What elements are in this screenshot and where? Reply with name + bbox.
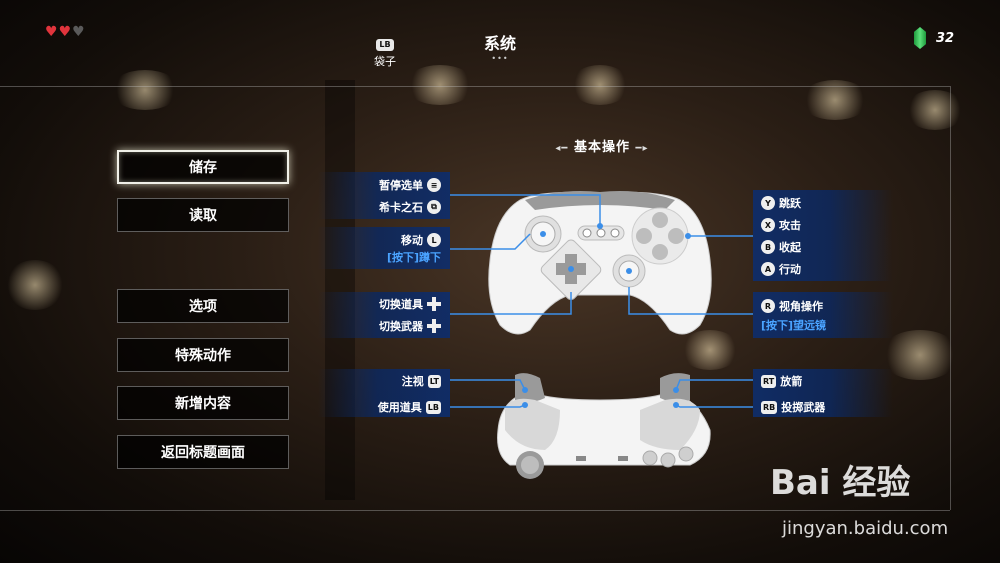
menu-save[interactable]: 储存 <box>117 150 289 184</box>
control-switch-gear: 切换道具 <box>320 296 445 312</box>
basic-controls-label: 基本操作 <box>573 140 630 155</box>
menu-load[interactable]: 读取 <box>117 198 289 232</box>
switch-gear-label: 切换道具 <box>379 298 423 311</box>
control-target: 注视 LT <box>320 373 445 389</box>
control-pause-menu: 暂停选单 ≡ <box>320 177 445 193</box>
lb-button-icon: LB <box>425 400 441 414</box>
connector-lines-left <box>450 194 601 408</box>
heart-icon: ♥ <box>72 24 86 40</box>
frame-line-right <box>950 86 951 510</box>
action-label: 行动 <box>779 263 801 276</box>
heart-icon: ♥ <box>58 24 73 40</box>
control-sheathe: B 收起 <box>757 239 887 255</box>
control-throw-weapon: RB 投掷武器 <box>757 399 887 415</box>
camera-label: 视角操作 <box>779 300 823 313</box>
control-camera: R 视角操作 <box>757 298 887 314</box>
menu-button-icon: ≡ <box>427 178 441 192</box>
use-item-label: 使用道具 <box>377 401 422 414</box>
sheathe-label: 收起 <box>779 241 801 254</box>
baidu-watermark-logo: Bai 经验 <box>770 463 911 503</box>
dpad-icon <box>427 319 441 333</box>
a-button-icon: A <box>761 262 775 276</box>
right-stick-icon: R <box>761 299 775 313</box>
ceiling-lamp <box>110 70 180 110</box>
control-use-item: 使用道具 LB <box>320 399 445 415</box>
rupee-count: 32 <box>936 31 955 46</box>
throw-weapon-label: 投掷武器 <box>781 401 826 414</box>
b-button-icon: B <box>761 240 775 254</box>
control-attack: X 攻击 <box>757 217 887 233</box>
frame-line-bottom <box>0 510 950 511</box>
control-sheikah-slate: 希卡之石 ⧉ <box>320 199 445 215</box>
y-button-icon: Y <box>761 196 775 210</box>
basic-controls-title: ◂━ 基本操作 ━▸ <box>540 136 664 155</box>
control-crouch: [按下]蹲下 <box>386 251 441 264</box>
rupee-icon <box>914 27 926 49</box>
view-button-icon: ⧉ <box>427 200 441 214</box>
rb-button-icon: RB <box>761 400 778 414</box>
menu-save-label: 储存 <box>189 160 217 176</box>
wall-lamp <box>880 330 960 380</box>
label-panel-move <box>318 227 450 269</box>
pillar <box>325 80 355 500</box>
wall-lamp <box>5 260 65 310</box>
menu-options-label: 选项 <box>189 299 217 315</box>
ceiling-lamp <box>405 65 475 105</box>
menu-special-actions[interactable]: 特殊动作 <box>117 338 289 372</box>
control-move: 移动 L <box>320 232 445 248</box>
hearts-meter: ♥♥♥ <box>45 24 86 40</box>
ceiling-lamp <box>570 65 630 105</box>
ceiling-lamp <box>905 90 965 130</box>
menu-dlc-label: 新增内容 <box>175 396 231 412</box>
wall-lamp <box>680 330 740 370</box>
label-panel-right-stick <box>753 292 893 338</box>
label-panel-dpad <box>318 292 450 338</box>
label-panel-face-buttons <box>753 190 893 281</box>
control-scope: [按下]望远镜 <box>761 319 827 332</box>
flourish-left-icon: ◂━ <box>555 143 569 154</box>
control-action: A 行动 <box>757 261 887 277</box>
heart-icon: ♥ <box>45 24 59 40</box>
switch-weapon-label: 切换武器 <box>379 320 423 333</box>
menu-return-title-label: 返回标题画面 <box>161 445 245 461</box>
menu-load-label: 读取 <box>189 208 217 224</box>
baidu-watermark-url: jingyan.baidu.com <box>782 518 949 539</box>
control-jump: Y 跳跃 <box>757 195 887 211</box>
target-label: 注视 <box>401 375 424 388</box>
connector-dots <box>522 223 691 408</box>
menu-options[interactable]: 选项 <box>117 289 289 323</box>
frame-line-top <box>0 86 950 87</box>
fire-arrow-label: 放箭 <box>780 375 803 388</box>
menu-return-title[interactable]: 返回标题画面 <box>117 435 289 469</box>
jump-label: 跳跃 <box>779 197 801 210</box>
left-stick-icon: L <box>427 233 441 247</box>
tab-system[interactable]: 系统 <box>483 34 516 53</box>
lb-button-icon: LB <box>376 39 394 51</box>
flourish-right-icon: ━▸ <box>635 143 649 154</box>
control-switch-weapon: 切换武器 <box>320 318 445 334</box>
ceiling-lamp <box>800 80 870 120</box>
control-fire-arrow: RT 放箭 <box>757 373 887 389</box>
menu-special-actions-label: 特殊动作 <box>175 348 231 364</box>
page-dots: ••• <box>491 54 509 63</box>
menu-dlc[interactable]: 新增内容 <box>117 386 289 420</box>
x-button-icon: X <box>761 218 775 232</box>
move-label: 移动 <box>401 234 423 247</box>
pause-menu-label: 暂停选单 <box>379 179 423 192</box>
tab-bag-label: 袋子 <box>374 55 396 68</box>
sheikah-slate-label: 希卡之石 <box>379 201 423 214</box>
attack-label: 攻击 <box>779 219 801 232</box>
rt-button-icon: RT <box>761 374 777 388</box>
lt-button-icon: LT <box>427 374 441 388</box>
tab-bag[interactable]: LB 袋子 <box>365 32 405 69</box>
dpad-icon <box>427 297 441 311</box>
